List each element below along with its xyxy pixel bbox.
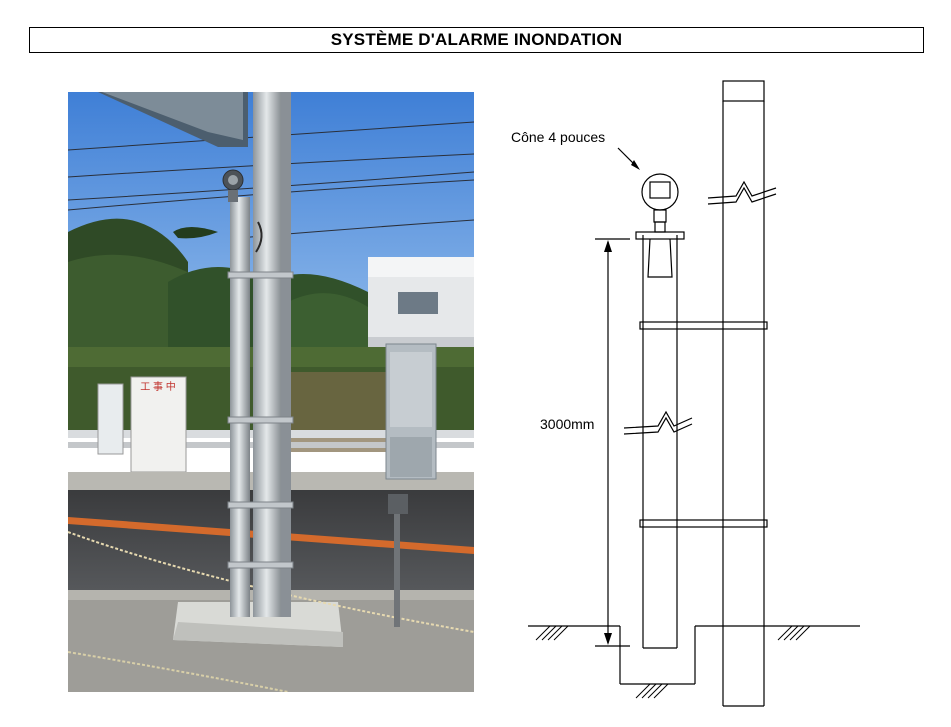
pole-bands — [227, 271, 294, 569]
installation-drawing: Cône 4 pouces 3000mm — [511, 80, 860, 707]
cone-label: Cône 4 pouces — [511, 129, 605, 145]
notice-board — [130, 376, 187, 473]
main-pole — [253, 92, 283, 617]
sensor-transmitter — [641, 173, 679, 211]
installation-photo: 工 事 中 — [68, 92, 474, 692]
sensor-pole — [230, 197, 250, 617]
clamp-lower — [639, 519, 768, 528]
small-post — [394, 497, 400, 627]
tall-pole-cap — [722, 80, 765, 102]
height-dimension-label: 3000mm — [540, 416, 594, 432]
title-box: SYSTÈME D'ALARME INONDATION — [29, 27, 924, 53]
page-title: SYSTÈME D'ALARME INONDATION — [330, 30, 623, 49]
clamp-upper — [639, 321, 768, 330]
notice-sign-text: 工 事 中 — [140, 380, 176, 393]
ground-hatching — [535, 625, 811, 699]
chain-rope — [68, 531, 474, 633]
cone-antenna — [647, 238, 673, 278]
